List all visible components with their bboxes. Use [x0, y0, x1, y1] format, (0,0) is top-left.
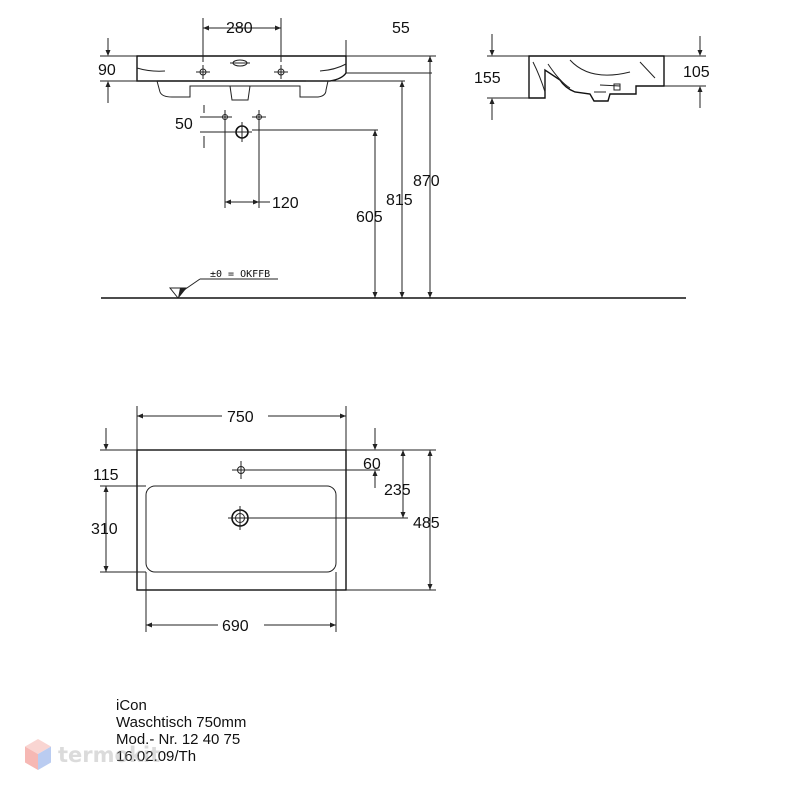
front-view: 280 55 90 50 120	[98, 18, 686, 299]
dim-605: 605	[356, 209, 383, 226]
front-tap-holes	[196, 59, 288, 79]
dim-90: 90	[98, 62, 116, 79]
dim-50: 50	[175, 116, 193, 133]
termokit-logo-icon	[25, 739, 51, 770]
caption-product-name: iCon	[116, 697, 147, 714]
drawing-caption: iCon Waschtisch 750mm Mod.- Nr. 12 40 75…	[116, 697, 246, 765]
top-tap-hole	[237, 466, 245, 474]
side-view: 155 105	[474, 34, 710, 120]
dim-155: 155	[474, 70, 501, 87]
dim-105: 105	[683, 64, 710, 81]
termokit-watermark: termokit	[24, 738, 160, 772]
top-view: 750 690 115 310 60 235 485	[91, 406, 440, 635]
dim-115: 115	[93, 467, 119, 484]
dim-310: 310	[91, 521, 118, 538]
watermark-text: termokit	[58, 743, 161, 767]
side-basin-outline	[528, 55, 665, 102]
top-bowl-outline	[145, 485, 337, 573]
dim-235: 235	[384, 482, 411, 499]
dim-815: 815	[386, 192, 413, 209]
floor-level-label: ±0 = OKFFB	[210, 269, 270, 280]
dim-60: 60	[363, 456, 381, 473]
dim-870: 870	[413, 173, 440, 190]
dim-485: 485	[413, 515, 440, 532]
dim-120: 120	[272, 195, 299, 212]
caption-description: Waschtisch 750mm	[116, 714, 247, 731]
caption-model-number: Mod.- Nr. 12 40 75	[116, 731, 241, 748]
front-basin-underside	[156, 80, 329, 98]
caption-date: 16.02.09/Th	[116, 748, 197, 765]
dim-690: 690	[222, 618, 249, 635]
front-connections	[218, 110, 266, 142]
dim-55: 55	[392, 20, 410, 37]
dim-280: 280	[226, 20, 253, 37]
dim-750: 750	[227, 409, 254, 426]
